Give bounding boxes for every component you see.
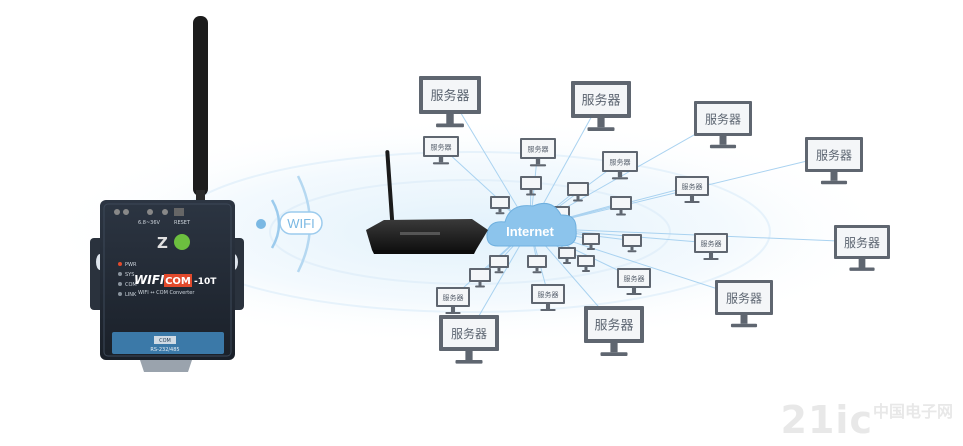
server-monitor-icon: 服务器 xyxy=(423,136,459,165)
device-model: -10T xyxy=(194,277,217,287)
router-icon xyxy=(366,150,488,254)
cloud-label: Internet xyxy=(506,224,554,239)
brand-logo-mark xyxy=(174,234,190,250)
server-monitor-icon xyxy=(469,268,491,288)
led-indicator xyxy=(118,272,122,276)
server-label: 服务器 xyxy=(705,112,741,127)
server-label: 服务器 xyxy=(844,235,880,250)
server-monitor-icon: 服务器 xyxy=(617,268,651,295)
server-monitor-icon: 服务器 xyxy=(439,315,499,364)
led-label: LINK xyxy=(125,292,137,298)
server-monitor-icon: 服务器 xyxy=(571,81,631,131)
watermark-cn: 中国电子网 xyxy=(872,402,953,421)
server-monitor-icon xyxy=(490,196,510,215)
server-label: 服务器 xyxy=(726,291,762,306)
server-label: 服务器 xyxy=(701,239,722,248)
server-monitor-icon: 服务器 xyxy=(715,280,773,328)
led-indicator xyxy=(118,292,122,296)
watermark-text: 21ic xyxy=(780,398,873,442)
led-label: COM xyxy=(125,282,137,288)
cloud-icon: Internet xyxy=(486,203,577,247)
device-subtitle: WIFI ↔ COM Converter xyxy=(138,290,195,296)
server-label: 服务器 xyxy=(538,290,559,299)
port-label: COM xyxy=(159,338,171,344)
server-label: 服务器 xyxy=(581,93,620,109)
server-monitor-icon: 服务器 xyxy=(531,284,565,311)
server-monitor-icon: 服务器 xyxy=(675,176,709,203)
connection-line xyxy=(449,94,531,229)
antenna xyxy=(193,16,208,196)
device-brand: WIFI xyxy=(134,273,165,287)
server-monitor-icon: 服务器 xyxy=(694,233,728,260)
server-monitor-icon xyxy=(610,196,632,216)
server-label: 服务器 xyxy=(528,145,549,154)
server-monitor-icon xyxy=(567,182,589,202)
server-label: 服务器 xyxy=(430,88,469,104)
background-ring xyxy=(269,179,671,285)
wifi-signal-icon: WIFI xyxy=(256,175,323,273)
server-monitor-icon xyxy=(577,255,595,272)
server-label: 服务器 xyxy=(451,326,487,341)
server-monitor-icon xyxy=(558,247,576,264)
server-label: 服务器 xyxy=(594,318,633,334)
server-monitor-icon: 服务器 xyxy=(436,287,470,314)
server-monitor-icon: 服务器 xyxy=(602,151,638,180)
led-indicator xyxy=(118,262,122,266)
wifi-com-converter-device: 6.8~36V RESET Z PWR SYS COM LINK WIFI COM -… xyxy=(90,16,244,372)
server-label: 服务器 xyxy=(610,158,631,167)
led-label: PWR xyxy=(125,262,137,268)
power-label: 6.8~36V xyxy=(138,220,161,226)
server-monitor-icon xyxy=(489,255,509,274)
device-brand-box: COM xyxy=(165,276,191,287)
server-label: 服务器 xyxy=(624,274,645,283)
brand-logo: Z xyxy=(157,234,168,252)
server-group: 服务器服务器服务器服务器服务器服务器服务器服务器服务器服务器服务器服务器服务器服… xyxy=(419,76,890,364)
server-label: 服务器 xyxy=(431,143,452,152)
server-monitor-icon: 服务器 xyxy=(805,137,863,185)
server-monitor-icon xyxy=(527,255,547,274)
watermark: 21ic中国电子网 xyxy=(781,398,953,442)
led-group: PWR SYS COM LINK xyxy=(118,262,137,298)
server-label: 服务器 xyxy=(443,293,464,302)
server-monitor-icon xyxy=(520,176,542,196)
server-monitor-icon: 服务器 xyxy=(694,101,752,149)
server-monitor-icon xyxy=(622,234,642,253)
server-monitor-icon xyxy=(582,233,600,250)
server-label: 服务器 xyxy=(816,148,852,163)
led-label: SYS xyxy=(125,272,134,278)
server-monitor-icon: 服务器 xyxy=(834,225,890,271)
wifi-label: WIFI xyxy=(287,216,314,231)
server-monitor-icon: 服务器 xyxy=(584,306,644,356)
server-label: 服务器 xyxy=(682,182,703,191)
reset-label: RESET xyxy=(174,220,191,226)
led-indicator xyxy=(118,282,122,286)
server-monitor-icon: 服务器 xyxy=(419,76,481,128)
server-monitor-icon: 服务器 xyxy=(520,138,556,167)
port-sub-label: RS-232/485 xyxy=(150,347,179,353)
